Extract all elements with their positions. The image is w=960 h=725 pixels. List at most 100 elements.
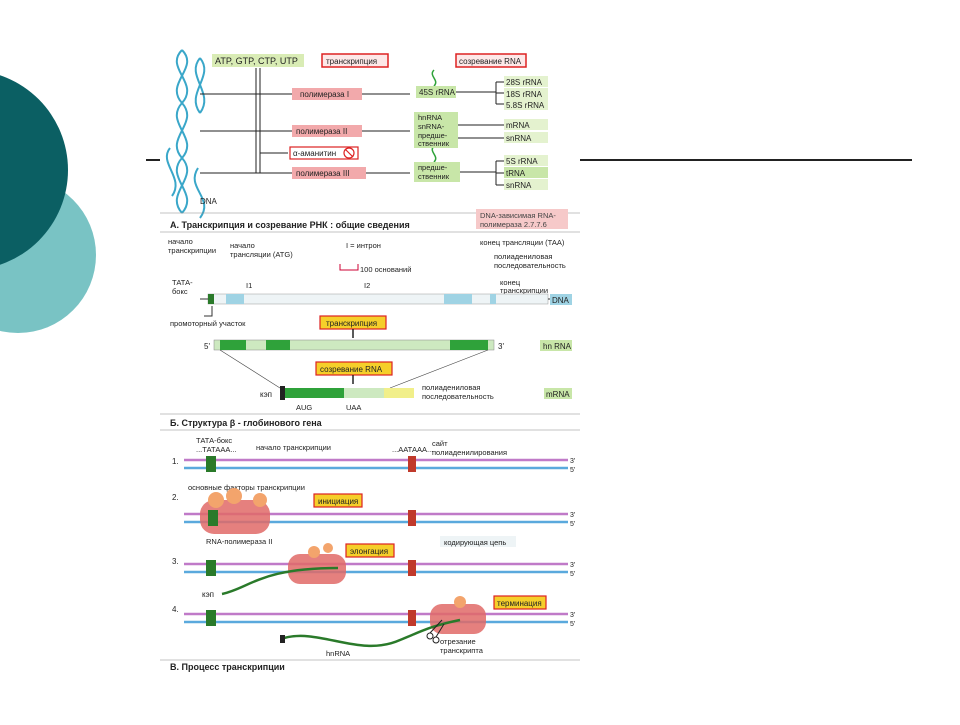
ntp-box — [212, 54, 304, 67]
r28-label: 28S rRNA — [506, 78, 543, 87]
figure-svg: DNA ATP, GTP, CTP, UTP транскрипция созр… — [160, 49, 580, 672]
five-c4: 5' — [570, 621, 575, 628]
tata2-b-label: бокс — [172, 287, 188, 296]
mrna-b-label: mRNA — [546, 390, 570, 399]
pre3-box — [414, 162, 460, 182]
site2-label: полиаденилирования — [432, 448, 507, 457]
trna-label: tRNA — [506, 169, 526, 178]
five-c3: 5' — [570, 571, 575, 578]
tl-end-label: конец трансляции (ТАА) — [480, 238, 565, 247]
pol2-label: полимераза II — [296, 127, 347, 136]
tl-start2-label: трансляции (ATG) — [230, 250, 293, 259]
nascent-rna-icon — [221, 566, 339, 596]
tata-c-label: ТАТА-бокс — [196, 436, 232, 445]
uaa-label: UAA — [346, 403, 361, 412]
termination-polymerase-icon — [430, 596, 486, 634]
hnrna-precursor-box — [414, 112, 458, 148]
termination-box — [493, 595, 547, 610]
panel-a: DNA ATP, GTP, CTP, UTP транскрипция созр… — [160, 49, 580, 230]
five-b-label: 5' — [204, 342, 210, 351]
five-c2: 5' — [570, 521, 575, 528]
pol3-box — [292, 167, 366, 179]
amanitin-label: α-аманитин — [293, 149, 336, 158]
panel-a-title: А. Транскрипция и созревание РНК : общие… — [170, 220, 410, 230]
hnrna-bar: 5' 3' hn RNA — [204, 339, 572, 351]
coding-label: кодирующая цепь — [444, 538, 506, 547]
pre2-label: ственник — [418, 139, 450, 148]
pre3-b-label: ственник — [418, 172, 450, 181]
step-1: 1. 3' 5' — [172, 456, 575, 474]
s3-label: 3. — [172, 557, 179, 566]
tx-end2-label: транскрипции — [500, 286, 548, 295]
factors-label: основные факторы транскрипции — [188, 483, 305, 492]
panel-c-title: В. Процесс транскрипции — [170, 662, 285, 672]
transcription-figure: DNA ATP, GTP, CTP, UTP транскрипция созр… — [160, 48, 580, 673]
step-2: 2. основные факторы транскрипции инициац… — [172, 483, 575, 547]
enzyme2-label: полимераза 2.7.7.6 — [480, 220, 547, 229]
scissors-icon — [426, 619, 445, 644]
panel-b: начало транскрипции начало трансляции (A… — [160, 231, 580, 428]
panel-b-title: Б. Структура β - глобинового гена — [170, 418, 323, 428]
r5s-label: 5S rRNA — [506, 157, 538, 166]
maturation-b-label: созревание RNA — [320, 365, 383, 374]
divider-line-right — [578, 159, 912, 161]
step-4: 4. терминация hnRNA отрезание транскрипт… — [172, 595, 575, 658]
three-b-label: 3' — [498, 342, 504, 351]
tata-b-label: ТАТА- — [172, 278, 193, 287]
pre-45s-box — [416, 86, 456, 98]
pol2-box — [292, 125, 362, 137]
r18-label: 18S rRNA — [506, 90, 543, 99]
site-label: сайт — [432, 439, 448, 448]
tx-start-label: начало — [168, 237, 193, 246]
product-arrows — [456, 81, 504, 186]
divider-line-left — [146, 159, 166, 161]
panel-c: ТАТА-бокс ...ТАТААА... начало транскрипц… — [160, 429, 580, 672]
polyad2-a-label: полиадениловая — [422, 383, 480, 392]
termination-label: терминация — [497, 599, 542, 608]
transcription-b-label: транскрипция — [326, 319, 377, 328]
product-labels: 28S rRNA 18S rRNA 5.8S rRNA mRNA snRNA 5… — [504, 76, 548, 190]
tx-start2-label: транскрипции — [168, 246, 216, 255]
splice-lines — [219, 349, 489, 389]
gene-bar: DNA — [200, 293, 572, 305]
snrna-a-label: snRNA — [506, 134, 532, 143]
three-c3: 3' — [570, 562, 575, 569]
hnrna-b-label: hn RNA — [543, 342, 572, 351]
elongation-label: элонгация — [350, 547, 388, 556]
snrna2-label: snRNA — [506, 181, 532, 190]
cut2-label: транскрипта — [440, 646, 484, 655]
tata-seq-label: ...ТАТААА... — [196, 445, 237, 454]
three-c2: 3' — [570, 512, 575, 519]
tl-start-label: начало — [230, 241, 255, 250]
ntp-label: ATP, GTP, CTP, UTP — [215, 56, 298, 66]
dark-teal-circle — [0, 75, 68, 265]
i2-label: I2 — [364, 281, 370, 290]
pol2-c-label: RNA-полимераза II — [206, 537, 272, 546]
aug-label: AUG — [296, 403, 312, 412]
mrna-bar: кэп полиадениловая последовательность AU… — [260, 383, 572, 412]
s2-label: 2. — [172, 493, 179, 502]
hnrna-c-label: hnRNA — [326, 649, 350, 658]
maturation-b-box — [315, 361, 393, 376]
transcription-label: транскрипция — [326, 57, 377, 66]
aataaa-label: ...ААТААА... — [392, 445, 433, 454]
wavy-rna-icon — [431, 69, 437, 87]
promoter-label: промоторный участок — [170, 319, 246, 328]
dna-label: DNA — [200, 197, 218, 206]
pre-45s-label: 45S rRNA — [419, 88, 456, 97]
mrna-a-label: mRNA — [506, 121, 530, 130]
r58-label: 5.8S rRNA — [506, 101, 545, 110]
inhibit-icon — [343, 147, 355, 159]
pre-label: предше- — [418, 131, 448, 140]
initiation-label: инициация — [318, 497, 358, 506]
intron-label: I = интрон — [346, 241, 381, 250]
hnrna-strand-icon — [283, 618, 461, 648]
three-c1: 3' — [570, 458, 575, 465]
s1-label: 1. — [172, 457, 179, 466]
initiation-box — [313, 493, 363, 508]
tx-end-label: конец — [500, 278, 521, 287]
step-3: 3. элонгация кэп 3' 5' — [172, 543, 575, 599]
scale-bracket — [339, 264, 359, 271]
